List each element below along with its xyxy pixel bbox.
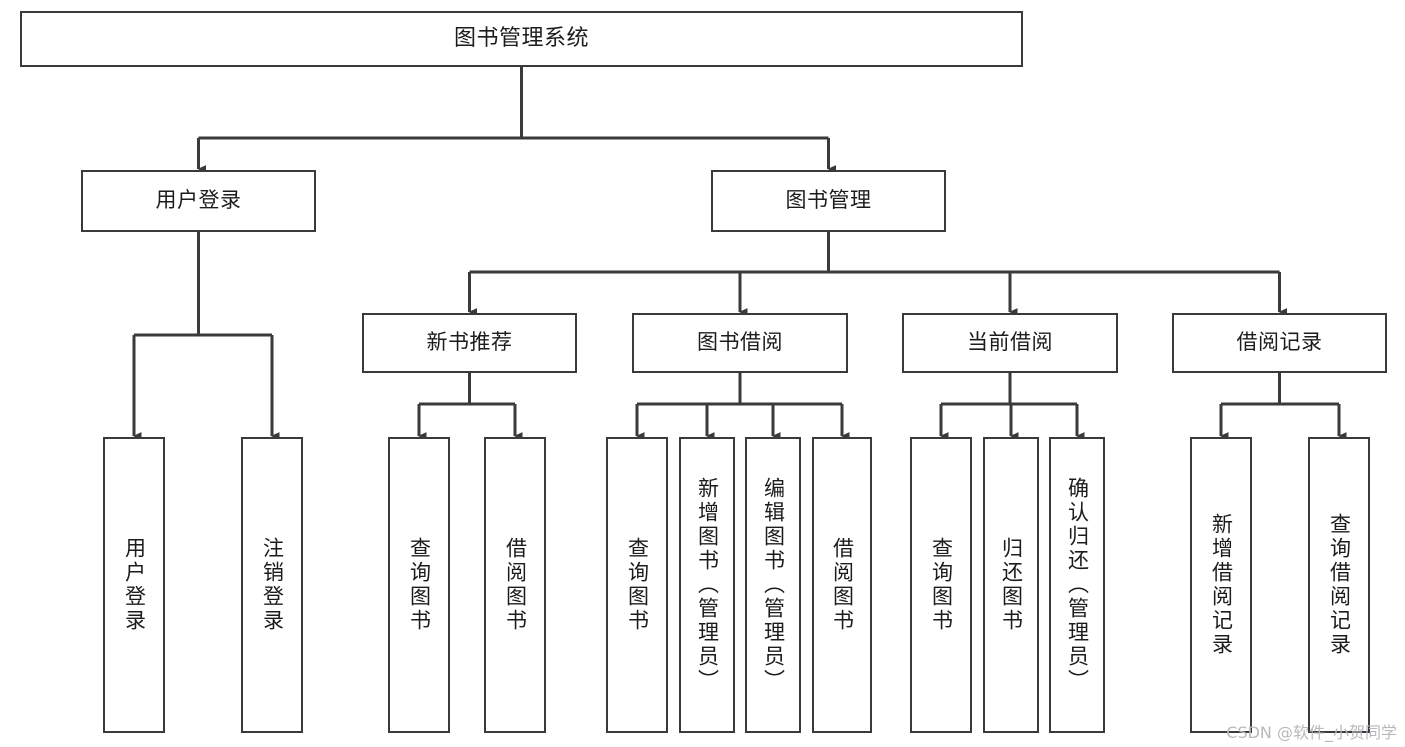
node-l3-book-borrow[interactable]: 图书借阅	[632, 313, 848, 373]
node-l3-new-book-rec[interactable]: 新书推荐	[362, 313, 577, 373]
node-label: 编辑图书（管理员）	[761, 477, 786, 693]
node-label: 用户登录	[122, 537, 147, 633]
node-leaf-return-book[interactable]: 归还图书	[983, 437, 1039, 733]
node-leaf-query-book-2[interactable]: 查询图书	[606, 437, 668, 733]
node-leaf-query-book-1[interactable]: 查询图书	[388, 437, 450, 733]
node-label: 借阅记录	[1236, 330, 1323, 355]
edge-layer	[132, 67, 1347, 440]
node-l3-current-borrow[interactable]: 当前借阅	[902, 313, 1118, 373]
node-label: 借阅图书	[503, 537, 528, 633]
node-leaf-confirm-return-admin[interactable]: 确认归还（管理员）	[1049, 437, 1105, 733]
node-label: 确认归还（管理员）	[1065, 477, 1090, 693]
node-leaf-query-borrow-record[interactable]: 查询借阅记录	[1308, 437, 1370, 733]
node-label: 图书借阅	[697, 330, 783, 355]
node-leaf-borrow-book-2[interactable]: 借阅图书	[812, 437, 872, 733]
node-label: 当前借阅	[967, 330, 1053, 355]
node-leaf-query-book-3[interactable]: 查询图书	[910, 437, 972, 733]
node-label: 用户登录	[155, 188, 242, 213]
node-label: 图书管理	[785, 188, 872, 213]
node-leaf-edit-book-admin[interactable]: 编辑图书（管理员）	[745, 437, 801, 733]
node-l2-book-manage[interactable]: 图书管理	[711, 170, 946, 232]
node-label: 图书管理系统	[453, 25, 589, 51]
node-label: 查询图书	[625, 537, 650, 633]
node-l2-user-login[interactable]: 用户登录	[81, 170, 316, 232]
node-leaf-add-book-admin[interactable]: 新增图书（管理员）	[679, 437, 735, 733]
node-leaf-borrow-book-1[interactable]: 借阅图书	[484, 437, 546, 733]
node-label: 查询借阅记录	[1327, 513, 1352, 657]
node-label: 查询图书	[929, 537, 954, 633]
node-leaf-logout[interactable]: 注销登录	[241, 437, 303, 733]
node-label: 新增借阅记录	[1209, 513, 1234, 657]
node-l3-borrow-record[interactable]: 借阅记录	[1172, 313, 1387, 373]
node-label: 注销登录	[260, 537, 285, 633]
node-leaf-user-login[interactable]: 用户登录	[103, 437, 165, 733]
node-leaf-add-borrow-record[interactable]: 新增借阅记录	[1190, 437, 1252, 733]
node-label: 归还图书	[999, 537, 1024, 633]
node-label: 借阅图书	[830, 537, 855, 633]
node-label: 查询图书	[407, 537, 432, 633]
node-root[interactable]: 图书管理系统	[20, 11, 1023, 67]
node-label: 新书推荐	[426, 330, 513, 355]
node-label: 新增图书（管理员）	[695, 477, 720, 693]
